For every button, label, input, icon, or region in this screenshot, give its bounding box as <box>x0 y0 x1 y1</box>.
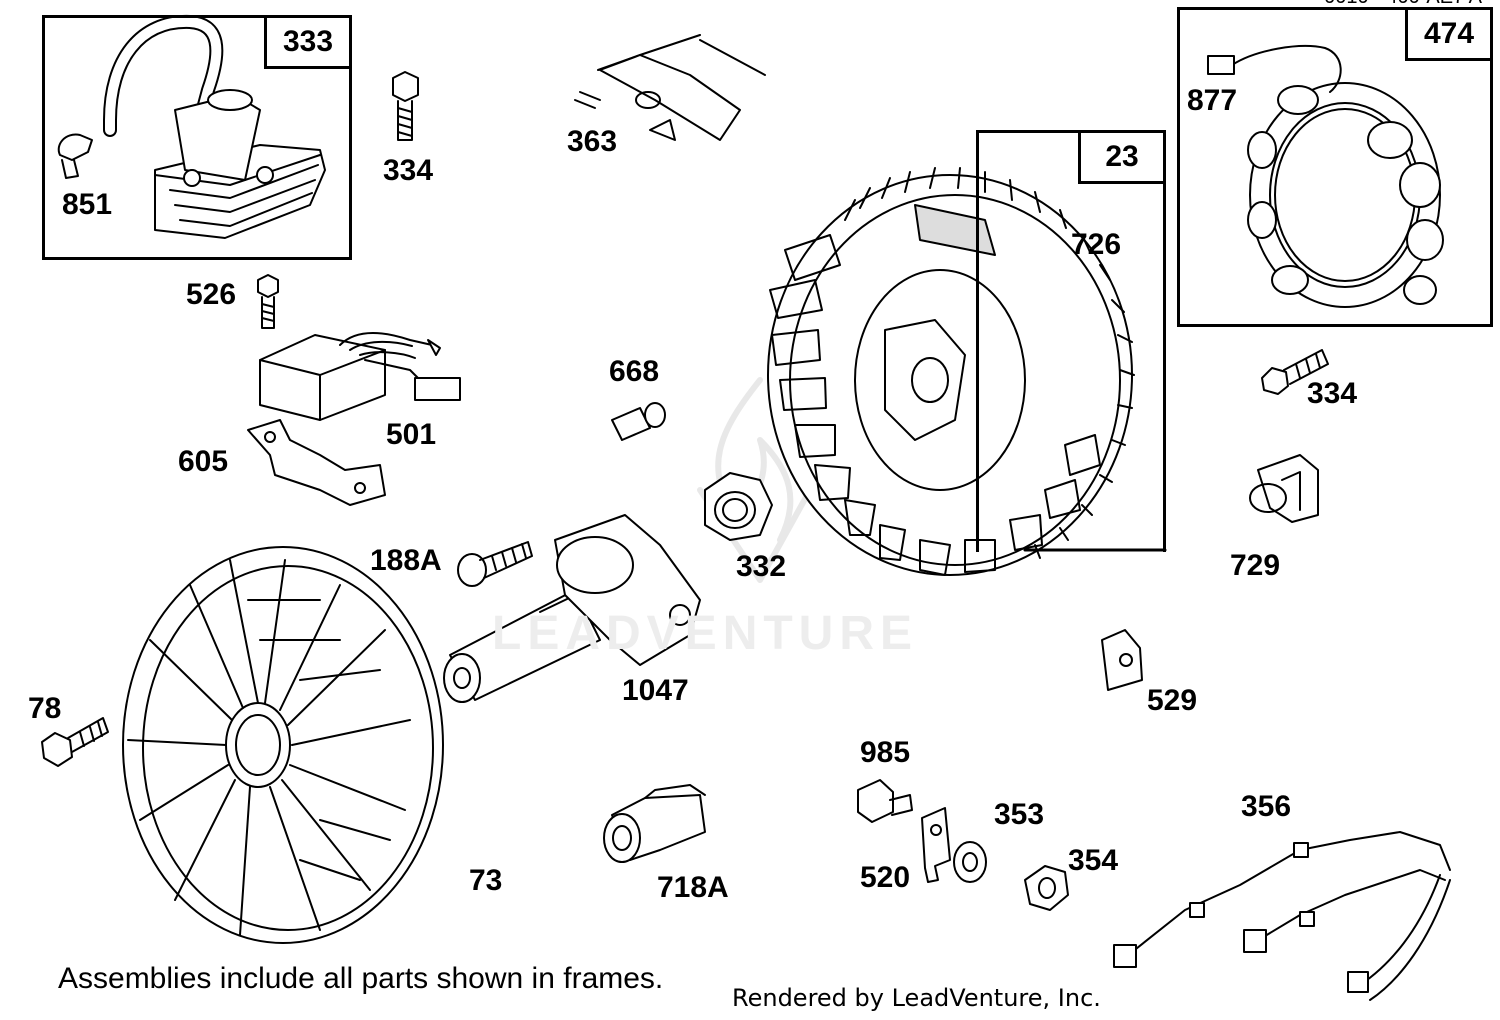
lock-washer-353-drawing <box>953 841 987 883</box>
rectifier-501-drawing <box>259 332 461 421</box>
part-label-354: 354 <box>1068 844 1119 877</box>
terminal-520-drawing <box>921 807 951 883</box>
bolt-334-top-drawing <box>392 71 419 141</box>
part-label-726: 726 <box>1071 228 1122 261</box>
screw-188A-drawing <box>457 541 533 587</box>
nut-354-drawing <box>1024 865 1069 911</box>
fastener-668-drawing <box>611 402 666 441</box>
bolt-78-drawing <box>41 717 109 767</box>
ignition-armature-drawing <box>57 14 326 239</box>
bracket-363-drawing <box>574 34 766 141</box>
screw-985-drawing <box>857 779 913 823</box>
part-label-520: 520 <box>860 861 911 894</box>
flywheel-23-drawing <box>767 167 1135 576</box>
bracket-605-drawing <box>247 419 386 506</box>
part-label-985: 985 <box>860 736 911 769</box>
frame-label-333: 333 <box>264 15 352 69</box>
watermark-text: LEADVENTURE <box>492 607 919 660</box>
part-label-334-top: 334 <box>383 154 434 187</box>
part-label-334-right: 334 <box>1307 377 1358 410</box>
part-label-729: 729 <box>1230 549 1281 582</box>
part-label-851: 851 <box>62 188 113 221</box>
part-label-73: 73 <box>469 864 503 897</box>
wiring-harness-356-drawing <box>1113 831 1451 1001</box>
part-label-188A: 188A <box>370 544 442 577</box>
part-label-78: 78 <box>28 692 62 725</box>
part-label-353: 353 <box>994 798 1045 831</box>
assembly-frame-474 <box>1177 7 1493 327</box>
part-label-877: 877 <box>1187 84 1238 117</box>
rendered-by-credit: Rendered by LeadVenture, Inc. <box>732 984 1101 1012</box>
part-label-526: 526 <box>186 278 237 311</box>
part-label-718A: 718A <box>657 871 729 904</box>
part-label-356: 356 <box>1241 790 1292 823</box>
shaft-1047-drawing <box>443 514 701 703</box>
grommet-529-drawing <box>1101 629 1143 691</box>
bushing-718A-drawing <box>603 784 706 863</box>
frame-label-474: 474 <box>1405 7 1493 61</box>
part-label-1047: 1047 <box>622 674 689 707</box>
part-label-363: 363 <box>567 125 618 158</box>
assembly-frame-23 <box>976 130 1166 552</box>
nut-332-drawing <box>704 472 773 541</box>
bolt-526-drawing <box>257 274 279 329</box>
part-label-332: 332 <box>736 550 787 583</box>
screen-73-drawing <box>122 546 444 944</box>
part-label-529: 529 <box>1147 684 1198 717</box>
bolt-334-right-drawing <box>1261 349 1329 395</box>
assemblies-note: Assemblies include all parts shown in fr… <box>58 962 664 995</box>
part-label-605: 605 <box>178 445 229 478</box>
part-label-668: 668 <box>609 355 660 388</box>
clip-729-drawing <box>1249 454 1319 523</box>
assembly-frame-333 <box>42 15 352 260</box>
part-label-501: 501 <box>386 418 437 451</box>
diagram-code: 0010 - 400-AE7 A <box>1324 0 1482 9</box>
stator-474-drawing <box>1207 45 1444 308</box>
frame-label-23: 23 <box>1078 130 1166 184</box>
